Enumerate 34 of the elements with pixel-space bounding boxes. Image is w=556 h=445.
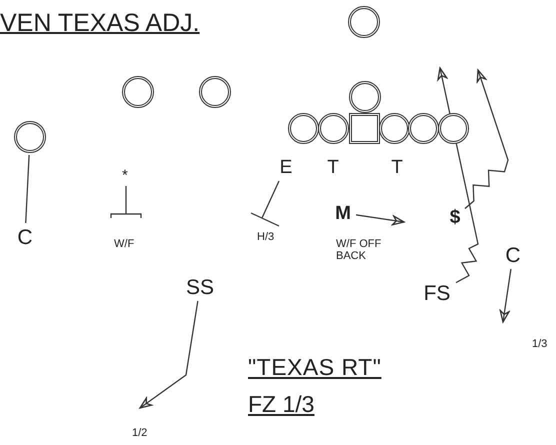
player-circle: [288, 112, 318, 144]
player-label: T: [325, 156, 341, 178]
center-square: [348, 112, 380, 144]
player-label: M: [332, 202, 354, 224]
coverage-call: FZ 1/3: [248, 392, 314, 418]
zone-label: 1/2: [132, 427, 148, 440]
route-arrow: [464, 69, 509, 209]
player-label: $: [447, 205, 463, 229]
player-label: T: [389, 156, 405, 178]
player-circle: [408, 112, 438, 144]
player-label: FS: [420, 281, 454, 305]
zone-label: 1/3: [532, 338, 548, 350]
player-label: C: [503, 243, 523, 267]
player-label: SS: [183, 275, 217, 299]
asterisk-mark: *: [122, 168, 128, 184]
assignment-label: W/F: [114, 238, 134, 250]
route-arrow: [139, 300, 198, 409]
play-title: VEN TEXAS ADJ.: [0, 10, 200, 38]
assignment-label: H/3: [257, 231, 274, 244]
route-arrow: [356, 214, 405, 226]
player-circle: [14, 121, 46, 153]
player-circle: [438, 112, 468, 144]
connector-line: [25, 154, 30, 224]
player-label: E: [278, 156, 294, 178]
player-circle: [318, 112, 348, 144]
player-circle: [348, 6, 380, 38]
player-circle: [199, 76, 231, 108]
play-call: "TEXAS RT": [248, 355, 382, 380]
route-arrow: [500, 268, 512, 323]
player-circle: [122, 76, 154, 108]
player-circle: [378, 112, 410, 144]
assignment-note: W/F OFF BACK: [336, 238, 382, 262]
player-circle: [349, 81, 381, 113]
player-label: C: [15, 225, 35, 249]
